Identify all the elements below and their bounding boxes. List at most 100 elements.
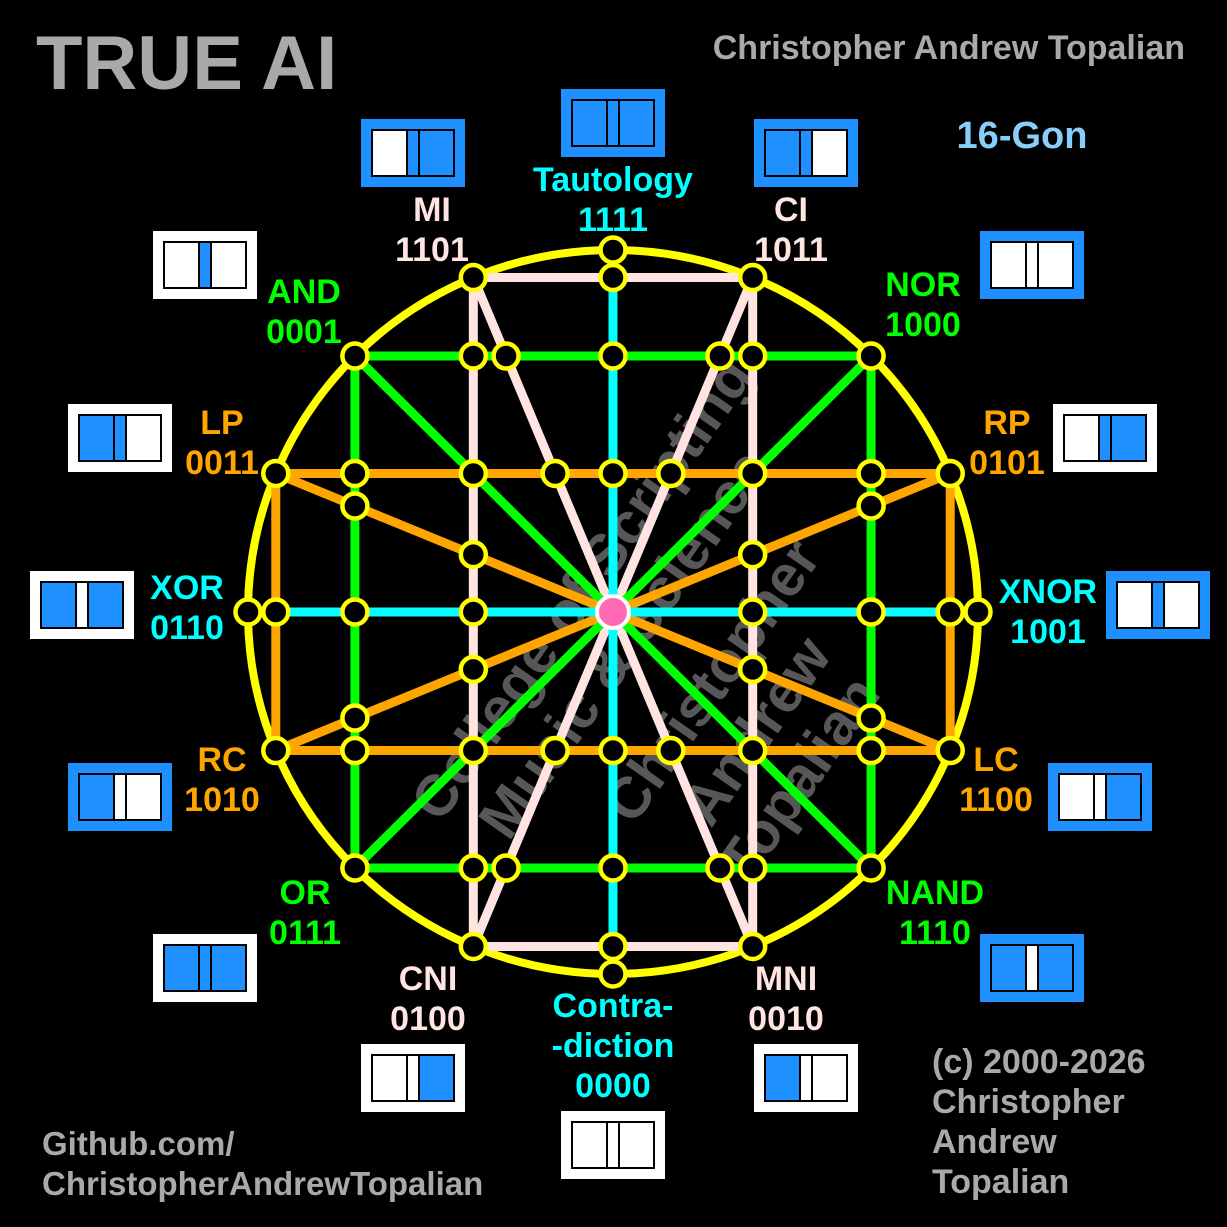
intersection-node	[261, 458, 291, 489]
intersection-node	[233, 597, 263, 627]
truth-table-box-and	[153, 231, 257, 299]
truth-table-box-mi	[361, 119, 465, 187]
intersection-node	[340, 597, 370, 627]
operator-mni-label: MNI	[755, 960, 817, 998]
intersection-node	[598, 341, 628, 371]
intersection-node	[856, 458, 886, 489]
operator-contradiction-label: Contra-	[553, 987, 674, 1025]
operator-mi-label: 1101	[395, 231, 469, 269]
truth-table-box-or	[153, 934, 257, 1002]
intersection-node	[458, 539, 489, 570]
box-middle-both	[608, 1123, 618, 1167]
operator-rp-label: RP	[983, 404, 1030, 442]
intersection-node	[540, 458, 570, 489]
box-right-b-only	[1039, 946, 1072, 990]
operator-cni-label: 0100	[390, 1000, 466, 1038]
intersection-node	[856, 341, 886, 371]
operator-or-label: 0111	[269, 914, 341, 952]
intersection-node	[737, 931, 768, 962]
box-left-a-only	[1118, 583, 1151, 627]
box-right-b-only	[813, 131, 846, 175]
intersection-node	[705, 853, 735, 883]
operator-cni-label: CNI	[399, 960, 458, 998]
truth-table-box-lc	[1048, 763, 1152, 831]
operator-xor-label: XOR	[150, 569, 224, 607]
box-right-b-only	[1165, 583, 1198, 627]
box-left-a-only	[992, 243, 1025, 287]
box-left-a-only	[373, 1056, 406, 1100]
box-left-a-only	[992, 946, 1025, 990]
operator-lp-label: 0011	[185, 444, 259, 482]
intersection-node	[340, 703, 370, 733]
page-title: TRUE AI	[36, 21, 337, 106]
intersection-node	[491, 341, 521, 371]
box-right-b-only	[212, 946, 245, 990]
operator-rc-label: RC	[197, 741, 246, 779]
center-node	[595, 594, 631, 630]
intersection-node	[458, 262, 489, 293]
intersection-node	[598, 735, 628, 766]
box-right-b-only	[420, 1056, 453, 1100]
box-right-b-only	[212, 243, 245, 287]
box-middle-both	[801, 131, 811, 175]
box-middle-both	[1153, 583, 1163, 627]
intersection-node	[737, 735, 768, 766]
intersection-node	[598, 235, 628, 265]
truth-table-box-lp	[68, 404, 172, 472]
box-left-a-only	[80, 416, 113, 460]
intersection-node	[261, 597, 291, 627]
intersection-node	[935, 458, 965, 489]
intersection-node	[598, 853, 628, 883]
truth-table-box-nand	[980, 934, 1084, 1002]
intersection-node	[656, 458, 686, 489]
box-right-b-only	[620, 101, 653, 145]
operator-labels: Tautology1111MI1101CI1011AND0001NOR1000L…	[30, 89, 1210, 1179]
box-left-a-only	[42, 583, 75, 627]
box-middle-both	[200, 243, 210, 287]
box-left-a-only	[165, 946, 198, 990]
intersection-node	[340, 491, 370, 521]
truth-table-box-nor	[980, 231, 1084, 299]
box-right-b-only	[1112, 416, 1145, 460]
box-left-a-only	[766, 1056, 799, 1100]
box-middle-both	[115, 416, 125, 460]
operator-mni-label: 0010	[748, 1000, 824, 1038]
box-middle-both	[1100, 416, 1110, 460]
intersection-node	[737, 597, 768, 627]
box-left-a-only	[1065, 416, 1098, 460]
operator-nor-label: NOR	[885, 266, 961, 304]
intersection-node	[540, 735, 570, 766]
intersection-node	[491, 853, 521, 883]
operator-xnor-label: 1001	[1010, 613, 1086, 651]
box-right-b-only	[620, 1123, 653, 1167]
intersection-node	[935, 735, 965, 766]
intersection-node	[458, 931, 489, 962]
copyright-line-4: Topalian	[932, 1163, 1069, 1201]
box-middle-both	[1095, 775, 1105, 819]
operator-contradiction-label: -diction	[552, 1027, 675, 1065]
author-name: Christopher Andrew Topalian	[713, 29, 1185, 67]
copyright-line-3: Andrew	[932, 1123, 1057, 1161]
box-left-a-only	[766, 131, 799, 175]
operator-ci-label: 1011	[754, 231, 828, 269]
operator-lp-label: LP	[200, 404, 243, 442]
box-middle-both	[1027, 243, 1037, 287]
intersection-node	[598, 931, 628, 962]
box-left-a-only	[80, 775, 113, 819]
intersection-node	[458, 853, 489, 883]
intersection-node	[856, 597, 886, 627]
copyright-line-2: Christopher	[932, 1083, 1125, 1121]
box-middle-both	[408, 131, 418, 175]
box-middle-both	[408, 1056, 418, 1100]
box-right-b-only	[127, 775, 160, 819]
box-middle-both	[200, 946, 210, 990]
intersection-node	[261, 735, 291, 766]
box-middle-both	[77, 583, 87, 627]
